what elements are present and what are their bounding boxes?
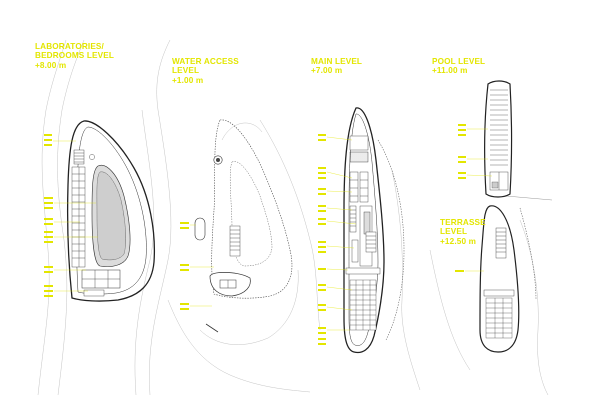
plan3-annotations <box>318 134 357 345</box>
level-title-line1: LABORATORIES/ <box>35 42 104 51</box>
level-title-line2: LEVEL <box>440 227 468 237</box>
level-title-pool: POOL LEVEL +11.00 m <box>432 57 485 76</box>
plan2-annotations <box>180 222 214 310</box>
auditorium-seating <box>349 279 377 331</box>
main-level-rooms <box>349 135 377 267</box>
terrain-contours <box>37 39 549 396</box>
level-title-laboratories: LABORATORIES/ BEDROOMS LEVEL +8.00 m <box>35 42 114 70</box>
level-title-line1: POOL LEVEL <box>432 57 486 66</box>
level-title-line1: TERRASSE <box>440 218 486 227</box>
plan-water-access <box>180 119 293 333</box>
level-elevation: +1.00 m <box>172 75 204 85</box>
hull-outer-outline <box>66 120 156 302</box>
plan5-annotations <box>455 270 484 272</box>
plan-main-level <box>318 107 405 354</box>
plan-pool-level <box>458 80 553 201</box>
boat <box>194 217 206 241</box>
terrasse-stairs <box>495 227 507 259</box>
level-title-line1: WATER ACCESS <box>172 57 239 66</box>
plan4-annotations <box>458 124 493 179</box>
level-elevation: +8.00 m <box>35 60 67 70</box>
level-title-water-access: WATER ACCESS LEVEL +1.00 m <box>172 57 239 85</box>
stair-core <box>73 149 95 165</box>
level-elevation: +11.00 m <box>432 66 468 76</box>
terrasse-seating <box>485 297 513 339</box>
bedroom-cells <box>71 166 86 268</box>
level-title-line2: BEDROOMS LEVEL <box>35 51 114 61</box>
plan1-annotations <box>44 134 98 297</box>
pool-lanes <box>490 89 508 166</box>
access-stairs <box>229 225 241 257</box>
hull-outline <box>343 107 385 354</box>
level-title-terrasse: TERRASSE LEVEL +12.50 m <box>440 218 486 246</box>
level-elevation: +12.50 m <box>440 236 477 246</box>
level-title-line1: MAIN LEVEL <box>311 57 363 66</box>
terrasse-outline <box>479 205 520 353</box>
level-title-line2: LEVEL <box>172 66 200 76</box>
pool-tower-outline <box>484 80 513 198</box>
level-title-main: MAIN LEVEL +7.00 m <box>311 57 362 76</box>
level-elevation: +7.00 m <box>311 66 343 76</box>
plan-laboratories-bedrooms <box>44 120 156 302</box>
plan-terrasse-level <box>455 205 537 353</box>
deck-outline-dashed <box>211 119 293 299</box>
